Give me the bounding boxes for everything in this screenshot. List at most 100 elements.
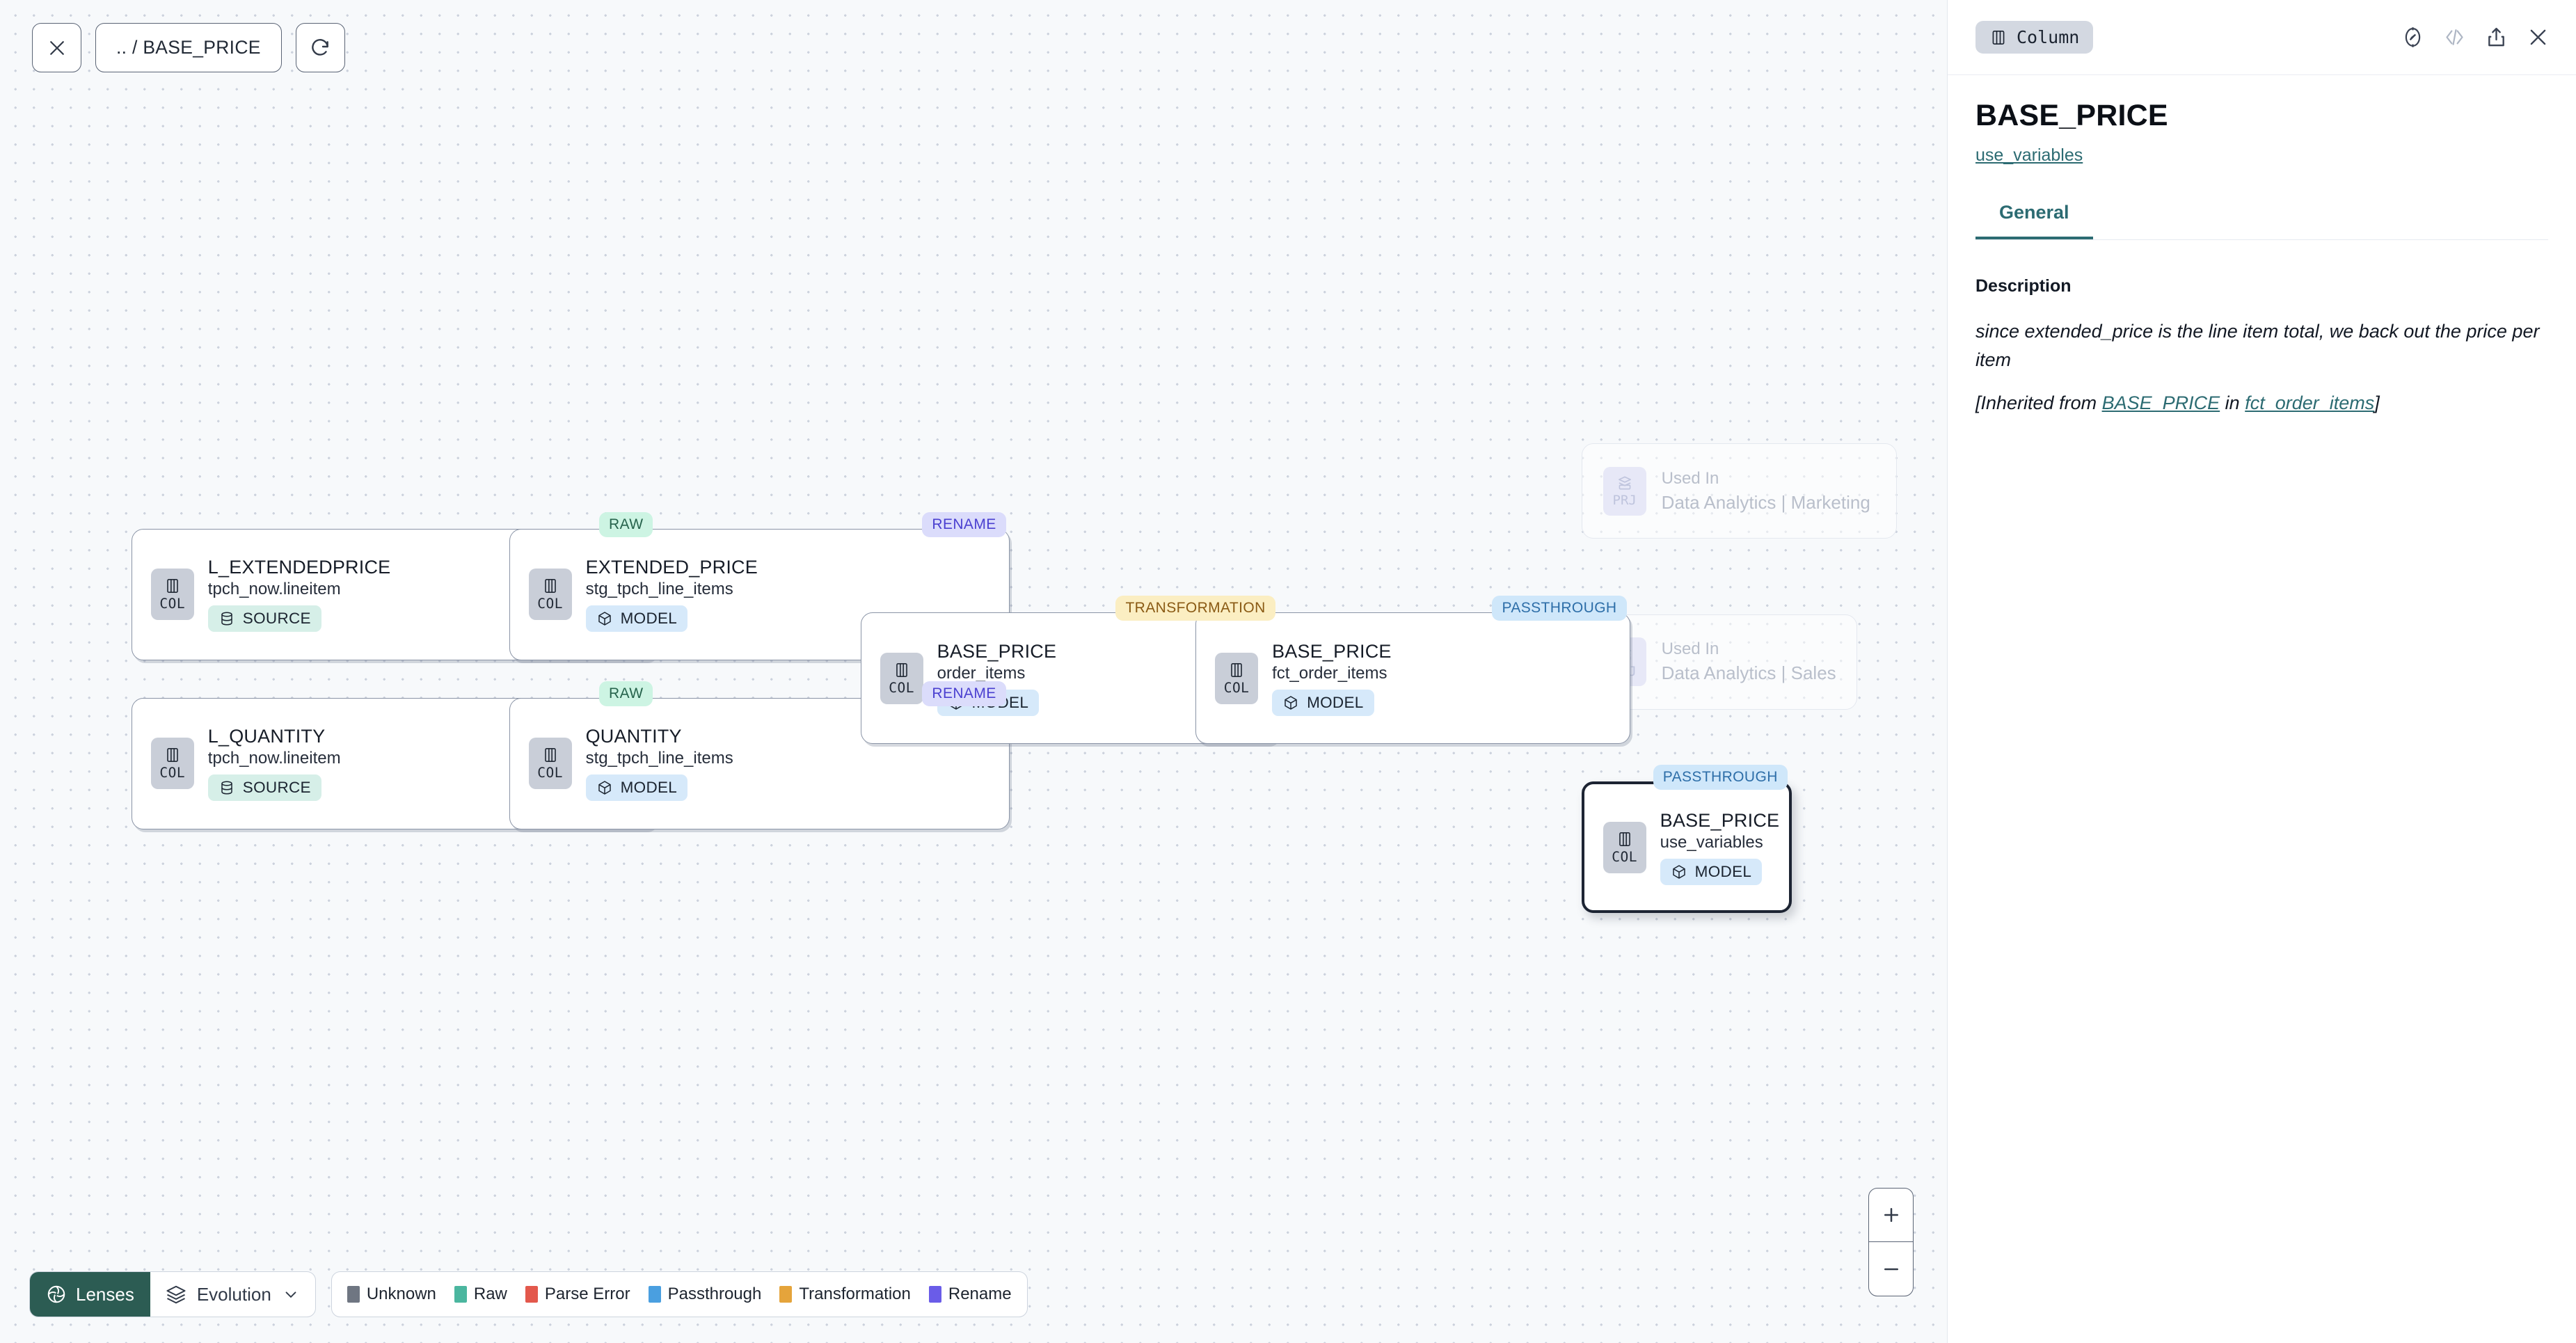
column-icon <box>896 662 907 677</box>
project-type-label: PRJ <box>1612 493 1637 509</box>
node-name: BASE_PRICE <box>937 640 1057 662</box>
canvas-toolbar: .. / BASE_PRICE <box>32 23 345 72</box>
column-icon <box>166 748 178 763</box>
node-kind-pill: MODEL <box>585 774 688 802</box>
col-type-label: COL <box>159 765 186 781</box>
node-kind-label: MODEL <box>1694 862 1752 880</box>
col-type-tag: COL <box>880 652 923 704</box>
entity-type-label: Column <box>2017 27 2080 47</box>
explore-button[interactable] <box>2401 26 2424 49</box>
col-type-label: COL <box>537 596 563 612</box>
entity-type-chip[interactable]: Column <box>1975 21 2094 54</box>
legend-item: Unknown <box>347 1285 436 1304</box>
column-icon <box>166 579 178 594</box>
legend-swatch <box>347 1286 360 1303</box>
used-in-project: Data Analytics | Marketing <box>1661 491 1870 513</box>
close-icon <box>2530 29 2546 45</box>
legend-label: Raw <box>473 1285 507 1303</box>
legend-item: Rename <box>928 1285 1012 1304</box>
chevron-down-icon <box>285 1292 296 1298</box>
legend-item: Parse Error <box>525 1285 630 1304</box>
legend-item: Transformation <box>779 1285 911 1304</box>
node-name: BASE_PRICE <box>1272 640 1392 662</box>
refresh-button[interactable] <box>295 23 345 72</box>
description-section-title: Description <box>1975 276 2072 296</box>
node-source: stg_tpch_line_items <box>585 580 733 599</box>
parent-model-link[interactable]: use_variables <box>1975 145 2083 165</box>
column-icon <box>544 748 556 763</box>
cube-icon <box>1672 865 1685 879</box>
legend-swatch <box>454 1286 467 1303</box>
panel-body: BASE_PRICE use_variables General Descrip… <box>1948 75 2576 414</box>
lenses-group: Lenses Evolution <box>29 1271 316 1317</box>
legend-label: Rename <box>948 1285 1012 1303</box>
col-type-label: COL <box>159 596 186 612</box>
node-kind-pill: MODEL <box>1272 689 1374 716</box>
node-kind-label: MODEL <box>620 779 678 797</box>
node-source: fct_order_items <box>1272 663 1388 683</box>
details-panel: Column <box>1947 0 2576 1343</box>
cube-icon <box>1285 695 1297 710</box>
evolution-dropdown[interactable]: Evolution <box>150 1272 315 1317</box>
used-in-label: Used In <box>1661 639 1719 659</box>
legend-item: Passthrough <box>648 1285 761 1304</box>
legend-label: Parse Error <box>544 1285 630 1303</box>
node-name: EXTENDED_PRICE <box>585 557 758 578</box>
node-kind-pill: SOURCE <box>207 605 321 633</box>
node-status-badge: RAW <box>599 511 653 537</box>
zoom-in-button[interactable] <box>1869 1189 1913 1242</box>
inherited-prefix: [Inherited from <box>1975 392 2102 414</box>
explore-icon <box>2405 27 2421 47</box>
inherited-model-link[interactable]: fct_order_items <box>2245 392 2375 414</box>
lenses-label: Lenses <box>76 1283 134 1305</box>
node-name: QUANTITY <box>585 726 682 747</box>
panel-tabs: General <box>1975 202 2548 240</box>
node-status-badge: RAW <box>599 681 653 706</box>
node-kind-pill: SOURCE <box>207 774 321 802</box>
code-button[interactable] <box>2443 26 2466 49</box>
panel-close-button[interactable] <box>2527 26 2550 49</box>
share-button[interactable] <box>2485 26 2508 49</box>
column-icon <box>1231 662 1242 677</box>
aperture-icon <box>47 1285 65 1303</box>
col-type-tag: COL <box>1215 652 1259 704</box>
node-source: stg_tpch_line_items <box>585 749 733 768</box>
col-type-tag: COL <box>528 738 572 790</box>
inherited-suffix: ] <box>2374 392 2380 414</box>
node-kind-pill: MODEL <box>585 605 688 633</box>
legend-swatch <box>779 1286 793 1303</box>
lenses-button[interactable]: Lenses <box>30 1272 150 1317</box>
bottom-toolbar: Lenses Evolution Unknown Raw Parse Error Pa… <box>29 1271 1028 1317</box>
legend-label: Transformation <box>799 1285 911 1303</box>
breadcrumb[interactable]: .. / BASE_PRICE <box>95 23 282 72</box>
node-source: use_variables <box>1660 832 1763 852</box>
legend-item: Raw <box>454 1285 507 1304</box>
inherited-column-link[interactable]: BASE_PRICE <box>2101 392 2220 414</box>
panel-header: Column <box>1948 0 2576 75</box>
used-in-project: Data Analytics | Sales <box>1661 662 1836 684</box>
inherited-note: [Inherited from BASE_PRICE in fct_order_… <box>1975 392 2548 414</box>
code-icon <box>2446 29 2463 45</box>
minus-icon <box>1884 1268 1898 1270</box>
tab-general[interactable]: General <box>1975 202 2093 239</box>
node-kind-label: MODEL <box>1307 693 1364 711</box>
node-name: BASE_PRICE <box>1660 809 1780 831</box>
close-button[interactable] <box>32 23 81 72</box>
node-source: order_items <box>937 663 1026 683</box>
node-kind-label: SOURCE <box>242 779 311 797</box>
node-status-badge: TRANSFORMATION <box>1115 596 1275 621</box>
col-type-label: COL <box>889 679 914 696</box>
zoom-out-button[interactable] <box>1869 1242 1913 1296</box>
database-icon <box>221 781 232 795</box>
